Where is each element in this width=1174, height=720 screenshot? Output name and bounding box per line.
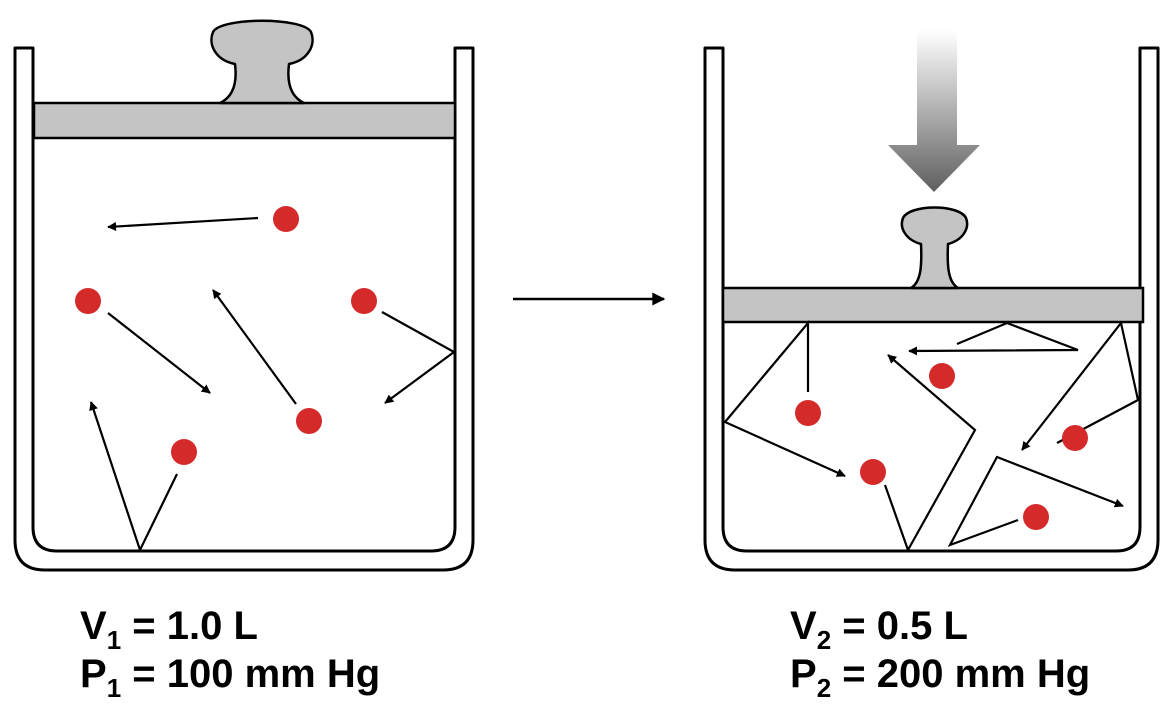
- left-container: [13, 46, 475, 572]
- motion-arrow: [107, 216, 259, 232]
- motion-arrow: [723, 319, 846, 478]
- motion-arrow: [212, 289, 297, 405]
- left-pressure-label: P1 = 100 mm Hg: [80, 652, 381, 703]
- right-piston-handle: [900, 206, 969, 290]
- left-volume-label: V1 = 1.0 L: [80, 604, 258, 655]
- gas-molecule: [171, 439, 197, 465]
- left-molecules: [75, 206, 377, 465]
- gas-molecule: [75, 288, 101, 314]
- gas-molecule: [929, 363, 955, 389]
- gas-molecule: [351, 288, 377, 314]
- motion-arrow: [1021, 320, 1140, 451]
- right-state-label: V2 = 0.5 L P2 = 200 mm Hg: [790, 602, 1091, 703]
- left-piston-plate: [32, 101, 457, 140]
- left-piston: [32, 19, 457, 140]
- left-piston-handle: [210, 19, 314, 105]
- right-container-wall: [703, 46, 1160, 572]
- gas-molecule: [1062, 425, 1088, 451]
- motion-arrow: [947, 455, 1124, 548]
- compression-arrow: [888, 30, 980, 192]
- gas-molecule: [273, 206, 299, 232]
- right-container: [703, 46, 1160, 572]
- left-state-label: V1 = 1.0 L P1 = 100 mm Hg: [80, 602, 381, 703]
- right-volume-label: V2 = 0.5 L: [790, 604, 968, 655]
- right-piston: [721, 206, 1145, 324]
- gas-molecule: [795, 400, 821, 426]
- left-container-wall: [13, 46, 475, 572]
- gas-molecule: [860, 459, 886, 485]
- gas-molecule: [296, 408, 322, 434]
- motion-arrow: [381, 311, 457, 404]
- motion-arrow: [883, 354, 977, 553]
- motion-arrow: [89, 401, 178, 553]
- right-piston-plate: [721, 286, 1145, 324]
- left-motion-paths: [89, 216, 457, 553]
- right-pressure-label: P2 = 200 mm Hg: [790, 652, 1091, 703]
- motion-arrow: [107, 312, 211, 394]
- gas-molecule: [1023, 504, 1049, 530]
- right-molecules: [795, 363, 1088, 530]
- right-motion-paths: [723, 319, 1140, 553]
- motion-arrow: [908, 321, 1079, 356]
